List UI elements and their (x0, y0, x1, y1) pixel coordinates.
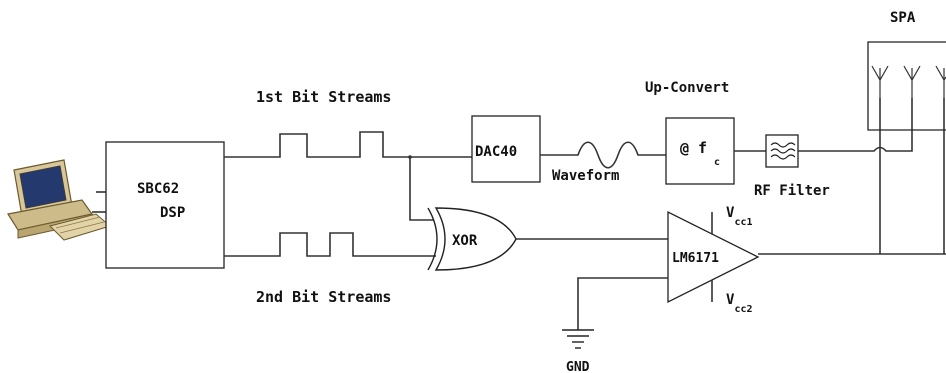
xor-label: XOR (452, 233, 478, 249)
ground-wire (577, 277, 668, 330)
waveform-signal (540, 141, 666, 169)
upconvert-subscript: c (714, 157, 720, 168)
dsp-name-line2: DSP (160, 205, 185, 221)
upconvert-block (665, 117, 735, 185)
antenna-element-icon-3 (935, 65, 946, 98)
rf-filter-block (765, 134, 799, 168)
dsp-name-line1: SBC62 (137, 181, 179, 197)
upconvert-symbol: @ f (680, 139, 707, 157)
antenna-element-icon-1 (871, 65, 889, 98)
second-bit-stream-signal (224, 232, 436, 257)
first-stream-to-xor (409, 157, 434, 221)
spa-label: SPA (890, 10, 916, 26)
ground-symbol-icon (562, 329, 594, 349)
dac-label: DAC40 (475, 144, 517, 160)
amplifier-label: LM6171 (672, 251, 719, 266)
dsp-block (105, 141, 225, 269)
spa-enclosure (867, 41, 946, 131)
second-bit-stream-label: 2nd Bit Streams (256, 288, 391, 306)
upconvert-title: Up-Convert (645, 80, 729, 96)
amplifier-lm6171 (667, 210, 760, 304)
desktop-computer-icon (7, 159, 112, 241)
first-bit-stream-signal (224, 131, 472, 158)
filter-wave-icon (770, 142, 796, 160)
antenna-element-icon-2 (903, 65, 921, 98)
first-bit-stream-label: 1st Bit Streams (256, 88, 391, 106)
filter-to-spa-wire (798, 98, 913, 152)
vcc2-label: Vcc2 (726, 292, 753, 315)
vcc1-label: Vcc1 (726, 205, 753, 228)
dac-block (471, 115, 541, 183)
xor-gate (427, 207, 517, 271)
waveform-label: Waveform (552, 168, 619, 184)
rf-filter-label: RF Filter (754, 183, 830, 199)
gnd-label: GND (566, 360, 590, 373)
